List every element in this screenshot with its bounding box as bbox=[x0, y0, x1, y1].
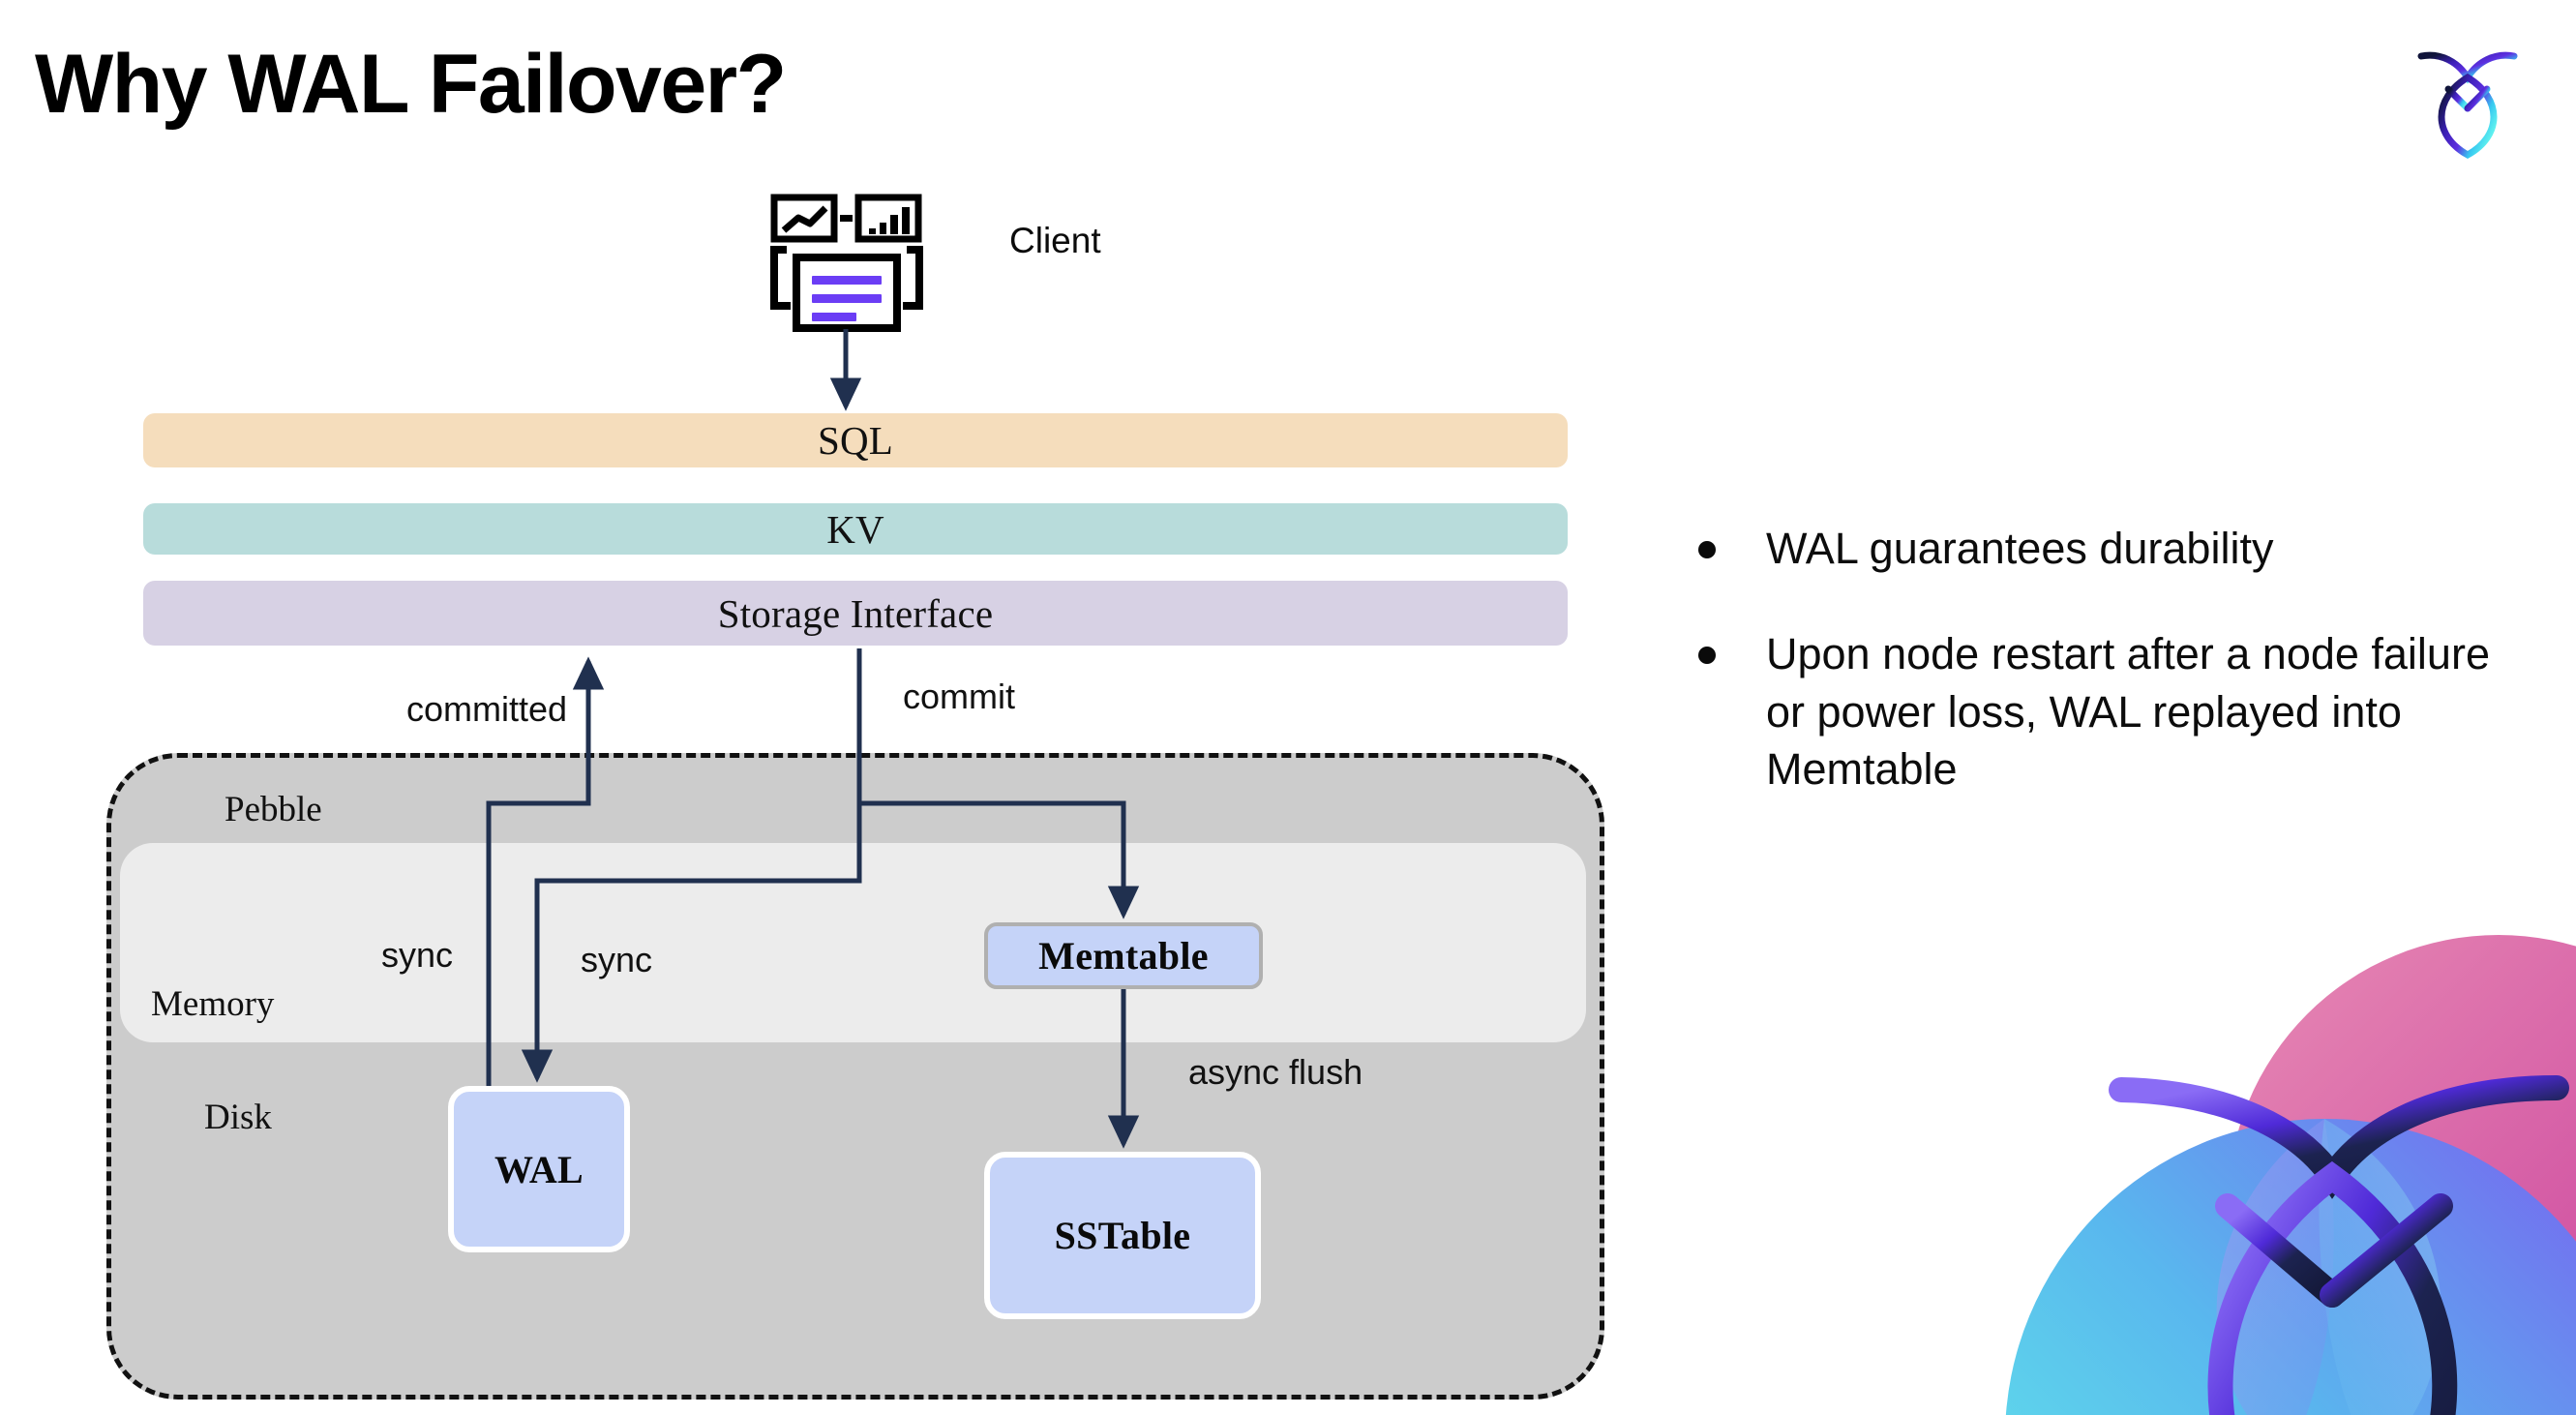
node-memtable: Memtable bbox=[984, 922, 1263, 989]
node-label-memtable: Memtable bbox=[1038, 934, 1209, 978]
list-item: WAL guarantees durability bbox=[1698, 520, 2521, 577]
memory-label: Memory bbox=[151, 984, 275, 1024]
edge-label-commit: commit bbox=[903, 677, 1015, 716]
layer-label-sql: SQL bbox=[817, 418, 894, 463]
bullet-text: Upon node restart after a node failure o… bbox=[1766, 629, 2490, 795]
edge-label-async-flush: async flush bbox=[1188, 1052, 1363, 1092]
bullet-dot-icon bbox=[1698, 541, 1716, 558]
edge-label-sync-right: sync bbox=[581, 940, 653, 979]
layer-bar-storage-interface: Storage Interface bbox=[143, 581, 1568, 646]
layer-label-storage-interface: Storage Interface bbox=[717, 590, 994, 636]
decorative-graphic bbox=[1937, 916, 2576, 1415]
cockroach-leaf-logo-icon bbox=[2411, 35, 2524, 161]
client-label: Client bbox=[1009, 221, 1101, 260]
bullet-dot-icon bbox=[1698, 647, 1716, 665]
page-title: Why WAL Failover? bbox=[35, 38, 787, 131]
bullet-text: WAL guarantees durability bbox=[1766, 524, 2274, 573]
node-sstable: SSTable bbox=[984, 1152, 1261, 1319]
node-wal: WAL bbox=[448, 1086, 630, 1252]
node-label-wal: WAL bbox=[494, 1147, 584, 1191]
client-monitor-icon bbox=[769, 194, 924, 334]
memory-zone bbox=[120, 843, 1586, 1042]
edge-label-committed: committed bbox=[406, 689, 568, 729]
list-item: Upon node restart after a node failure o… bbox=[1698, 625, 2521, 798]
disk-label: Disk bbox=[204, 1098, 272, 1137]
layer-bar-sql: SQL bbox=[143, 413, 1568, 467]
edge-label-sync-left: sync bbox=[381, 935, 454, 975]
pebble-label: Pebble bbox=[225, 790, 322, 829]
bullet-list: WAL guarantees durability Upon node rest… bbox=[1698, 520, 2521, 847]
node-label-sstable: SSTable bbox=[1054, 1214, 1191, 1257]
layer-label-kv: KV bbox=[826, 506, 884, 552]
layer-bar-kv: KV bbox=[143, 503, 1568, 555]
